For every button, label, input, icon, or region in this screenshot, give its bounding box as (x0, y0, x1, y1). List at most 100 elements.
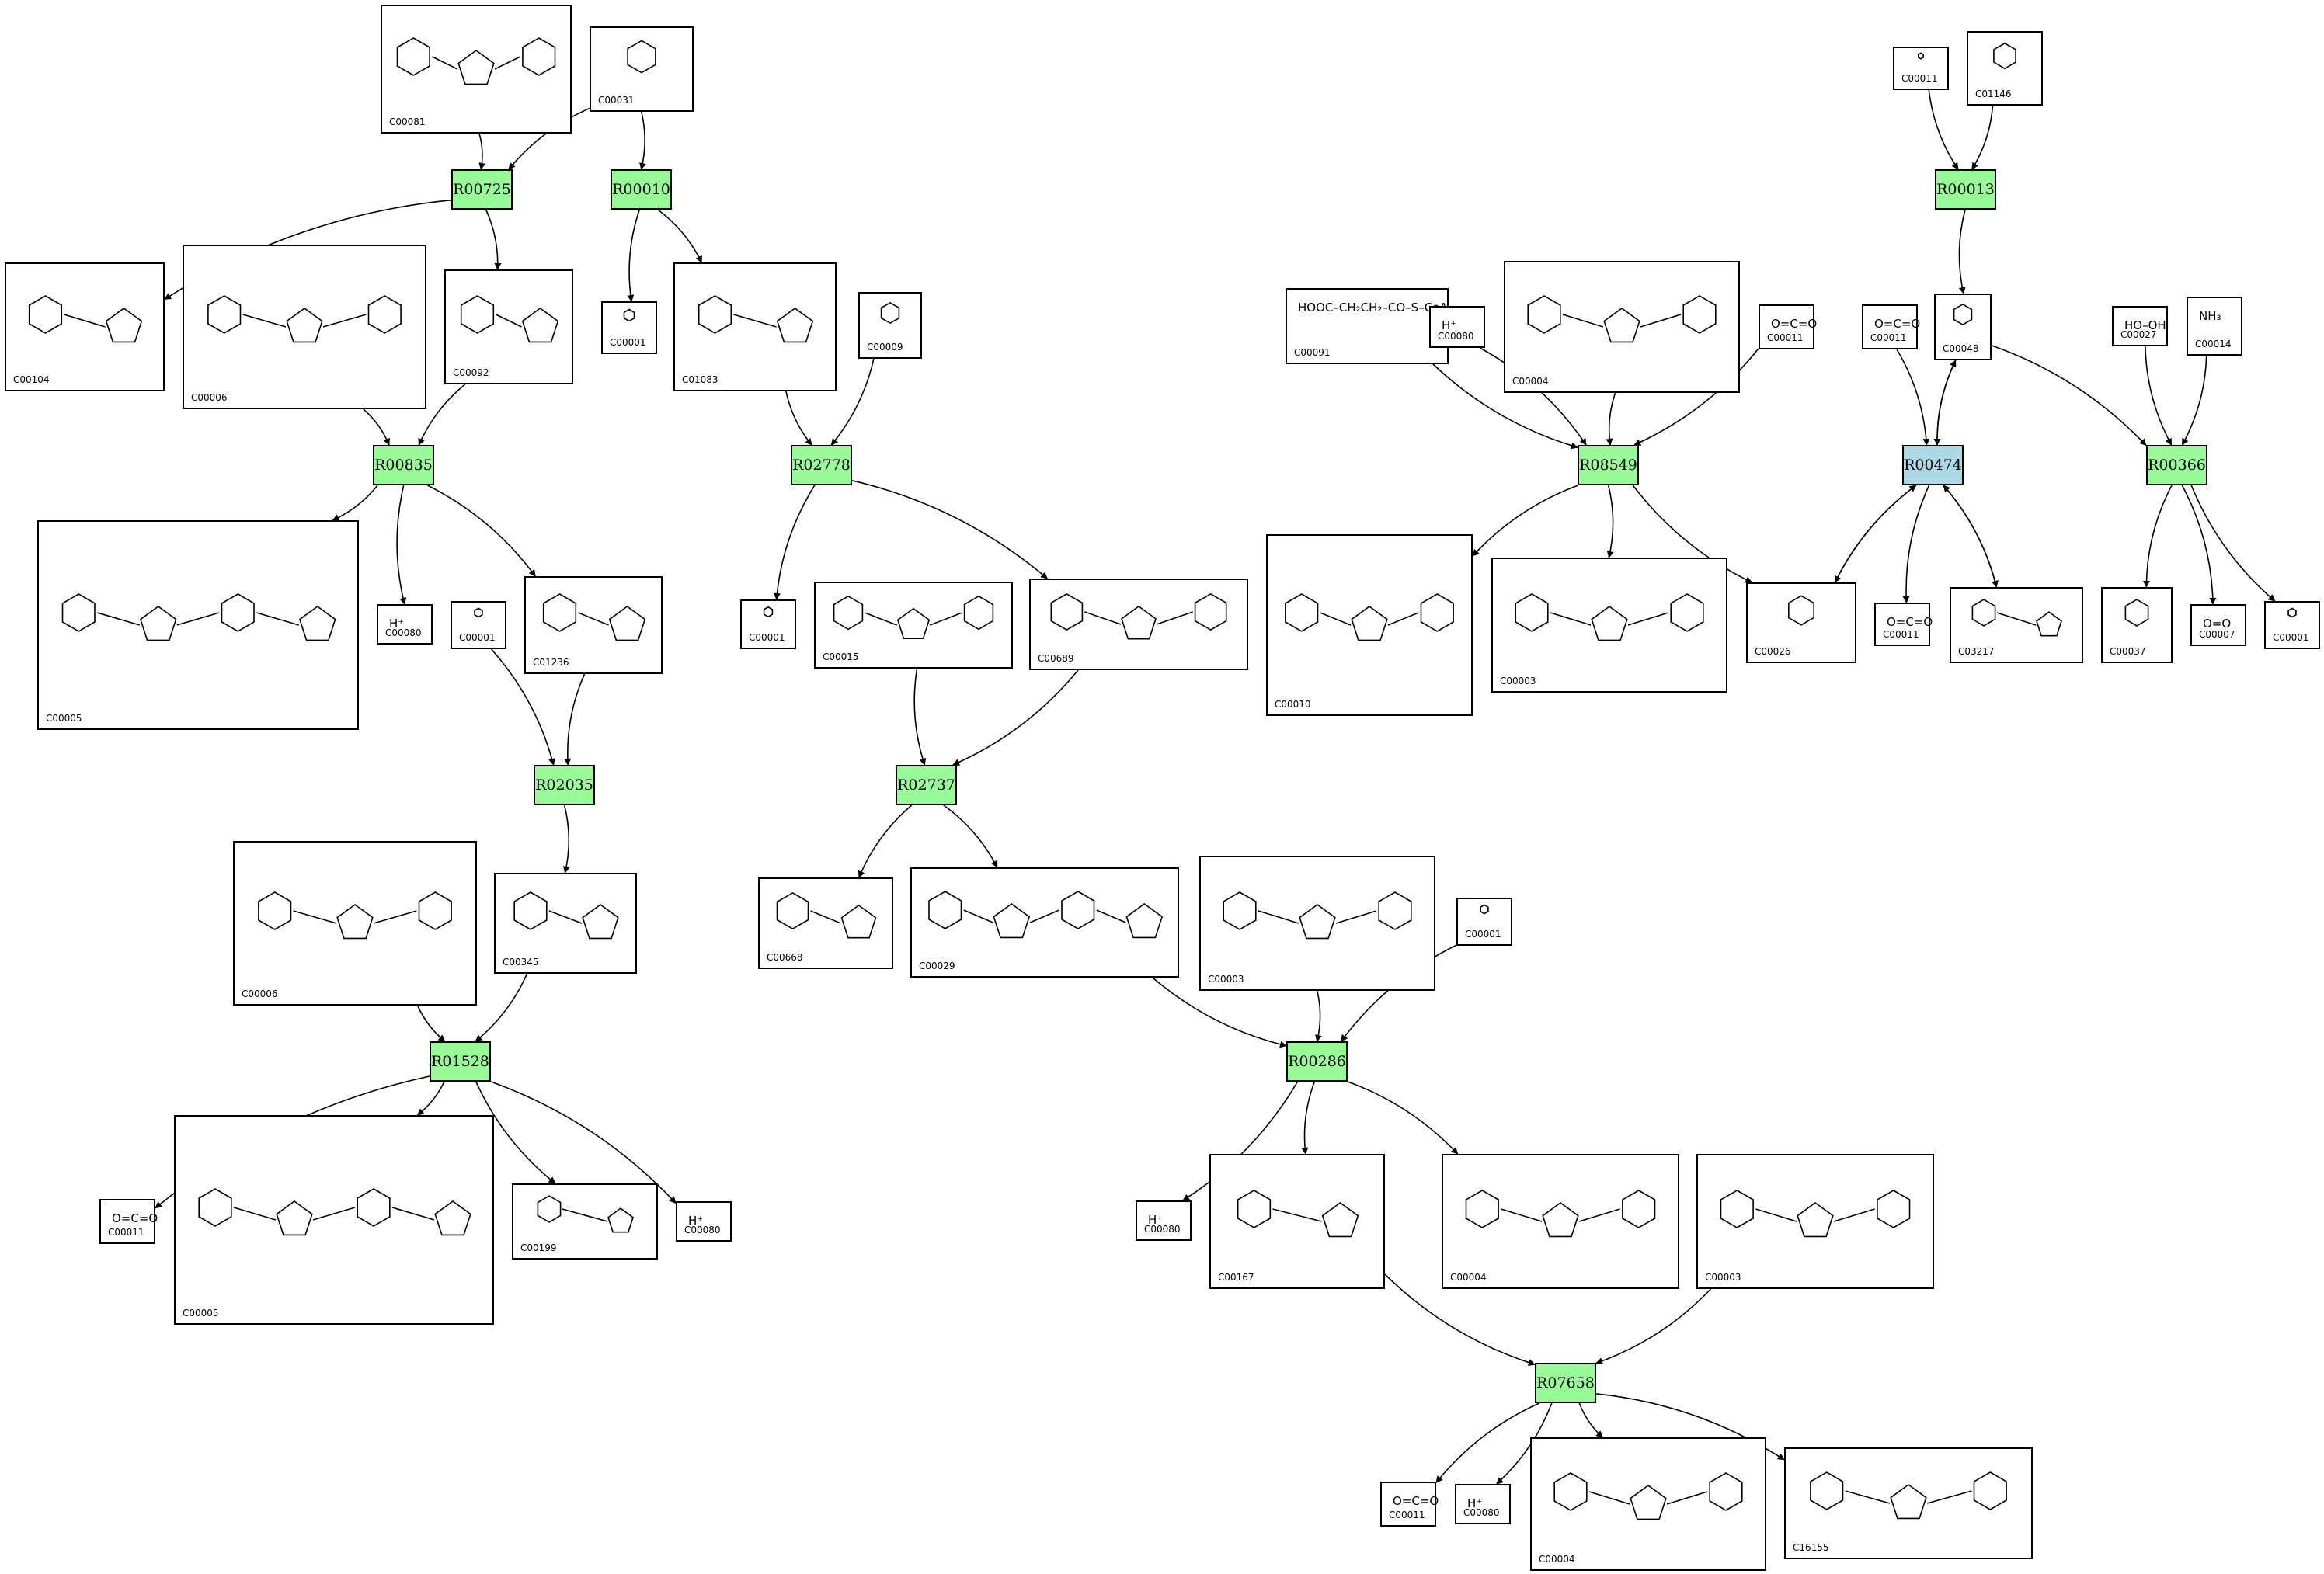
compound-C00001[interactable]: C00001 (740, 599, 796, 649)
reaction-R08549[interactable]: R08549 (1578, 445, 1639, 485)
reaction-R00366[interactable]: R00366 (2146, 445, 2207, 485)
compound-C00167[interactable]: C00167 (1209, 1154, 1385, 1289)
compound-C01083[interactable]: C01083 (673, 262, 837, 391)
structure-sketch (2124, 599, 2149, 627)
compound-C00080[interactable]: H⁺C00080 (1455, 1484, 1511, 1524)
compound-C00689[interactable]: C00689 (1029, 579, 1248, 670)
edge-c_C00167-R07658 (1384, 1273, 1536, 1367)
compound-code: C00005 (46, 713, 82, 724)
ring-bond (963, 595, 994, 631)
compound-C00003[interactable]: C00003 (1491, 558, 1727, 693)
ring-bond (763, 606, 774, 618)
compound-C00048[interactable]: C00048 (1934, 294, 1992, 360)
ring-bond (258, 891, 292, 930)
reaction-R00286[interactable]: R00286 (1286, 1041, 1348, 1082)
compound-C00015[interactable]: C00015 (814, 582, 1013, 669)
structure-sketch (28, 295, 143, 343)
compound-C01236[interactable]: C01236 (524, 576, 663, 674)
compound-formula: O=C=O (1887, 615, 1933, 629)
compound-C00004[interactable]: C00004 (1504, 261, 1740, 393)
reaction-R02035[interactable]: R02035 (534, 765, 595, 805)
compound-C00080[interactable]: H⁺C00080 (377, 604, 433, 645)
compound-code: C00080 (385, 627, 422, 638)
compound-C00026[interactable]: C00026 (1746, 582, 1856, 663)
reaction-R00474[interactable]: R00474 (1902, 445, 1964, 485)
compound-C00005[interactable]: C00005 (174, 1115, 494, 1325)
reaction-R00013[interactable]: R00013 (1935, 169, 1996, 210)
structure-sketch (537, 1195, 634, 1233)
compound-C00001[interactable]: C00001 (601, 301, 657, 354)
ring-bond (1720, 1190, 1754, 1228)
compound-C00006[interactable]: C00006 (233, 841, 477, 1006)
chain-bond (373, 910, 417, 924)
compound-C03217[interactable]: C03217 (1950, 587, 2083, 663)
edge-R00474-c_C00026 (1834, 485, 1917, 583)
compound-C00003[interactable]: C00003 (1199, 856, 1435, 991)
structure-sketch (1993, 42, 2016, 70)
compound-C00080[interactable]: H⁺C00080 (676, 1201, 732, 1242)
chain-bond (1588, 1491, 1630, 1505)
ring-bond (521, 308, 559, 343)
compound-C00029[interactable]: C00029 (910, 867, 1179, 978)
ring-bond (522, 37, 556, 76)
chain-bond (1335, 910, 1377, 924)
compound-C00031[interactable]: C00031 (590, 26, 694, 112)
reaction-R00725[interactable]: R00725 (451, 169, 513, 210)
compound-code: C00011 (108, 1227, 144, 1238)
structure-sketch (928, 891, 1164, 939)
compound-C00199[interactable]: C00199 (512, 1183, 658, 1260)
compound-code: C00080 (684, 1225, 721, 1235)
compound-C00668[interactable]: C00668 (758, 877, 893, 969)
structure-sketch (627, 40, 656, 74)
compound-C00081[interactable]: C00081 (381, 5, 572, 134)
compound-C00104[interactable]: C00104 (5, 262, 165, 391)
compound-C00004[interactable]: C00004 (1530, 1437, 1766, 1571)
compound-code: C00005 (183, 1308, 219, 1319)
reaction-R02737[interactable]: R02737 (896, 765, 957, 805)
edge-c_C00004_top-R08549 (1606, 392, 1616, 446)
edge-c_C00026-R00474 (1834, 485, 1917, 583)
reaction-R00010[interactable]: R00010 (611, 169, 672, 210)
compound-code: C00029 (919, 961, 955, 971)
compound-C01146[interactable]: C01146 (1967, 31, 2043, 106)
edge-R00366-c_C00037 (2142, 485, 2173, 588)
compound-C00080[interactable]: H⁺C00080 (1429, 306, 1485, 348)
compound-C00006[interactable]: C00006 (183, 245, 426, 409)
reaction-R07658[interactable]: R07658 (1535, 1363, 1596, 1403)
compound-C00345[interactable]: C00345 (494, 873, 637, 974)
reaction-R01528[interactable]: R01528 (430, 1041, 491, 1082)
compound-C00080[interactable]: H⁺C00080 (1136, 1200, 1192, 1241)
compound-C00003[interactable]: C00003 (1696, 1154, 1934, 1289)
edge-c_C03217-R00474 (1943, 485, 1998, 588)
compound-C00004[interactable]: C00004 (1442, 1154, 1679, 1289)
compound-C00009[interactable]: C00009 (858, 292, 922, 359)
compound-C16155[interactable]: C16155 (1784, 1447, 2033, 1559)
compound-C00001[interactable]: C00001 (1456, 898, 1512, 946)
reaction-R00835[interactable]: R00835 (373, 445, 434, 485)
compound-C00011[interactable]: C00011 (1893, 47, 1949, 90)
compound-C00010[interactable]: C00010 (1266, 534, 1473, 716)
edge-R02778-c_C00001_c (773, 485, 816, 600)
chain-bond (97, 612, 140, 626)
compound-C00037[interactable]: C00037 (2101, 587, 2173, 663)
compound-formula: H⁺ (1467, 1496, 1483, 1510)
edge-R02778-c_C00689 (851, 480, 1049, 579)
compound-C00001[interactable]: C00001 (451, 601, 506, 649)
compound-C00005[interactable]: C00005 (37, 520, 359, 730)
reaction-R02778[interactable]: R02778 (791, 445, 852, 485)
compound-C00092[interactable]: C00092 (444, 269, 573, 384)
ring-bond (1810, 1471, 1844, 1510)
edge-c_C00011_c-R00474 (1896, 349, 1930, 446)
compound-C00001[interactable]: C00001 (2264, 601, 2320, 649)
